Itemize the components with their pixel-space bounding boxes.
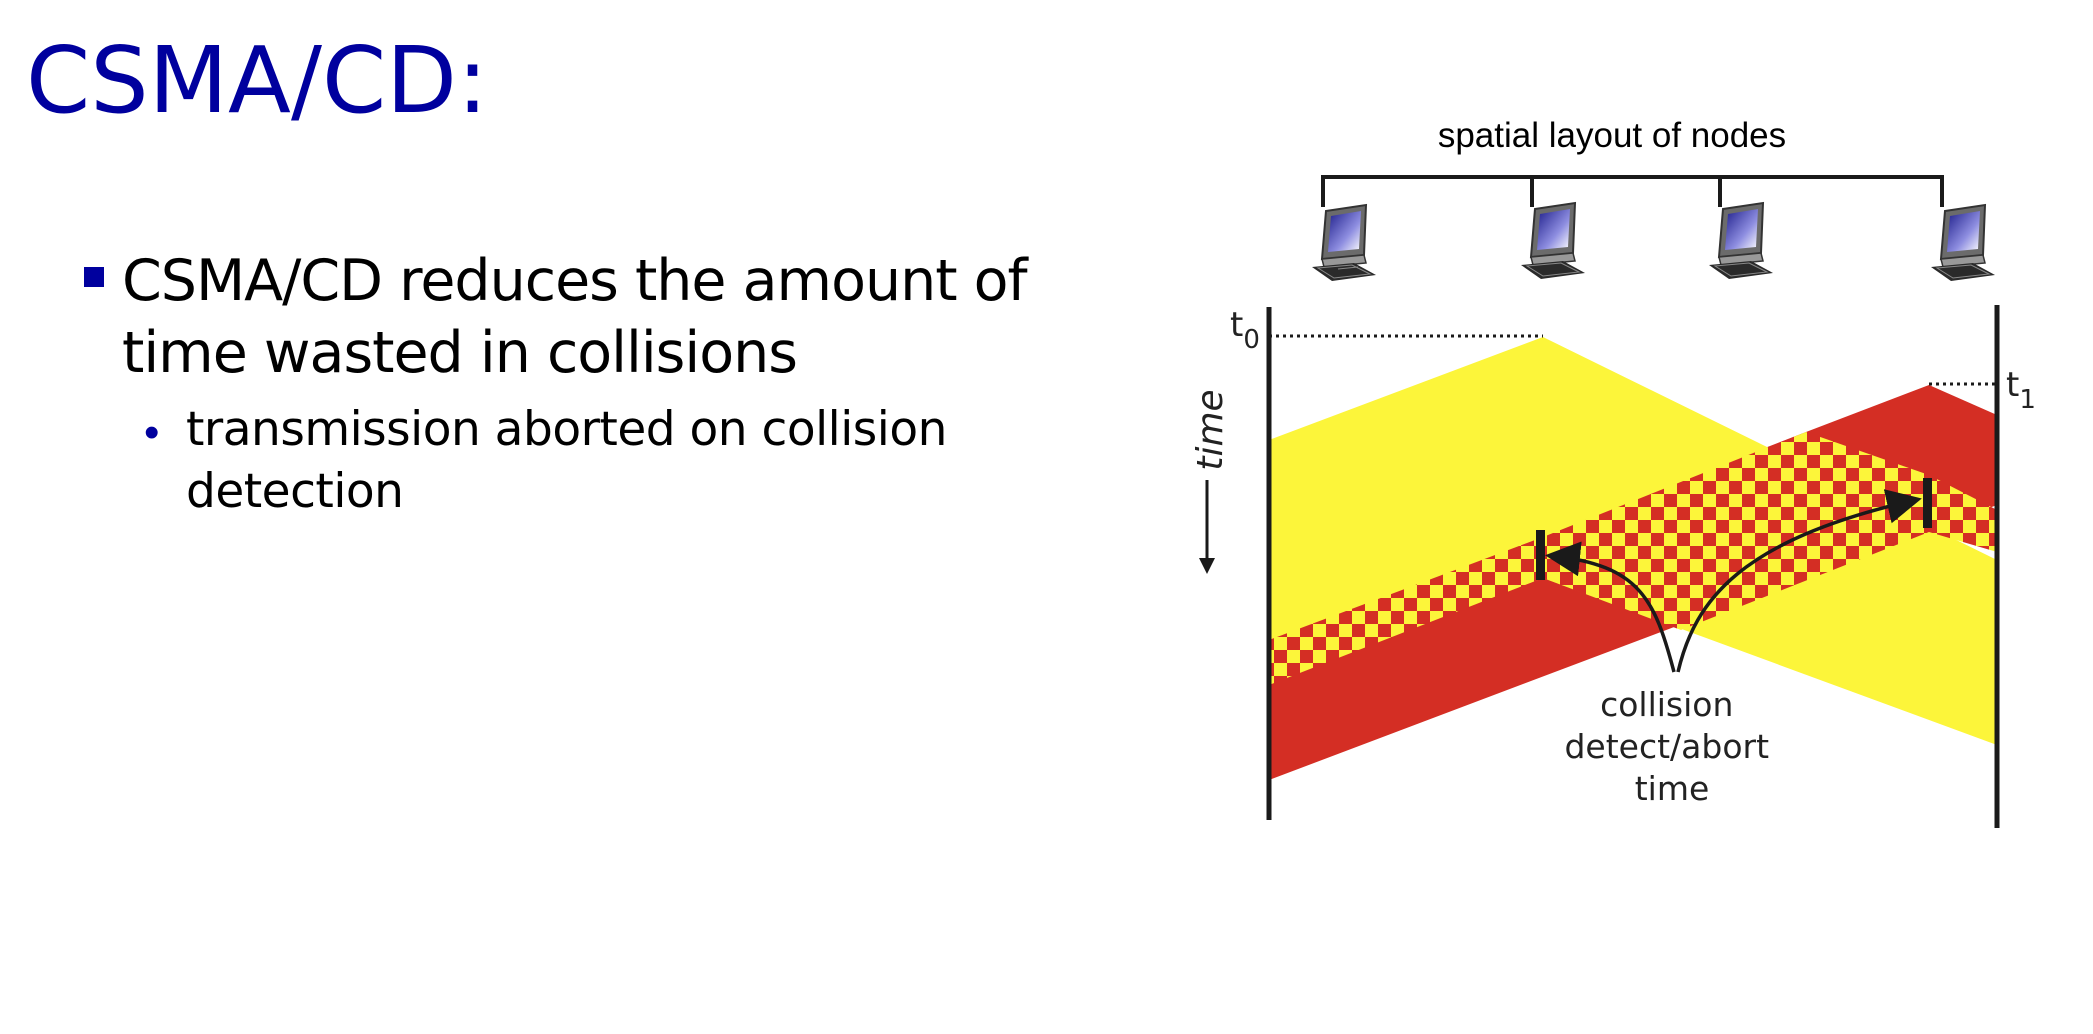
down-arrow-icon	[1199, 558, 1215, 574]
annotation-arrow-left	[1545, 541, 1676, 673]
abort-marker	[1923, 478, 1932, 528]
abort-marker	[1536, 530, 1545, 580]
collision-annotation: collision detect/abort time	[1564, 685, 1779, 808]
bullet-list: CSMA/CD reduces the amount of time waste…	[84, 245, 1084, 523]
desktop-computer-icon	[1709, 201, 1773, 279]
bullet-text: CSMA/CD reduces the amount of time waste…	[122, 245, 1084, 389]
slide-title: CSMA/CD:	[26, 27, 489, 134]
bus-line	[1321, 175, 1944, 207]
bullet-text-line: time wasted in collisions	[122, 320, 798, 386]
t1-label: t1	[2006, 365, 2036, 415]
bullet-text-line: CSMA/CD reduces the amount of	[122, 248, 1028, 314]
layout-label: spatial layout of nodes	[1438, 116, 1786, 155]
annotation-arrow-right	[1676, 489, 1922, 673]
desktop-computer-icon	[1312, 203, 1376, 281]
square-bullet-icon	[84, 267, 104, 287]
time-axis-label: time	[1190, 389, 1231, 470]
sub-bullet-text: transmission aborted on collision detect…	[186, 399, 1084, 523]
desktop-computer-icon	[1931, 203, 1995, 281]
bullet-item: CSMA/CD reduces the amount of time waste…	[84, 245, 1084, 389]
sub-bullet-text-line: transmission aborted on collision	[186, 402, 947, 457]
dot-bullet-icon: •	[144, 408, 160, 457]
desktop-computer-icon	[1521, 201, 1585, 279]
sub-bullet-text-line: detection	[186, 464, 404, 519]
collision-region-left	[1269, 537, 1543, 685]
sub-bullet-item: • transmission aborted on collision dete…	[84, 399, 1084, 523]
collision-region-right	[1543, 432, 1997, 630]
t0-label: t0	[1230, 305, 1260, 355]
